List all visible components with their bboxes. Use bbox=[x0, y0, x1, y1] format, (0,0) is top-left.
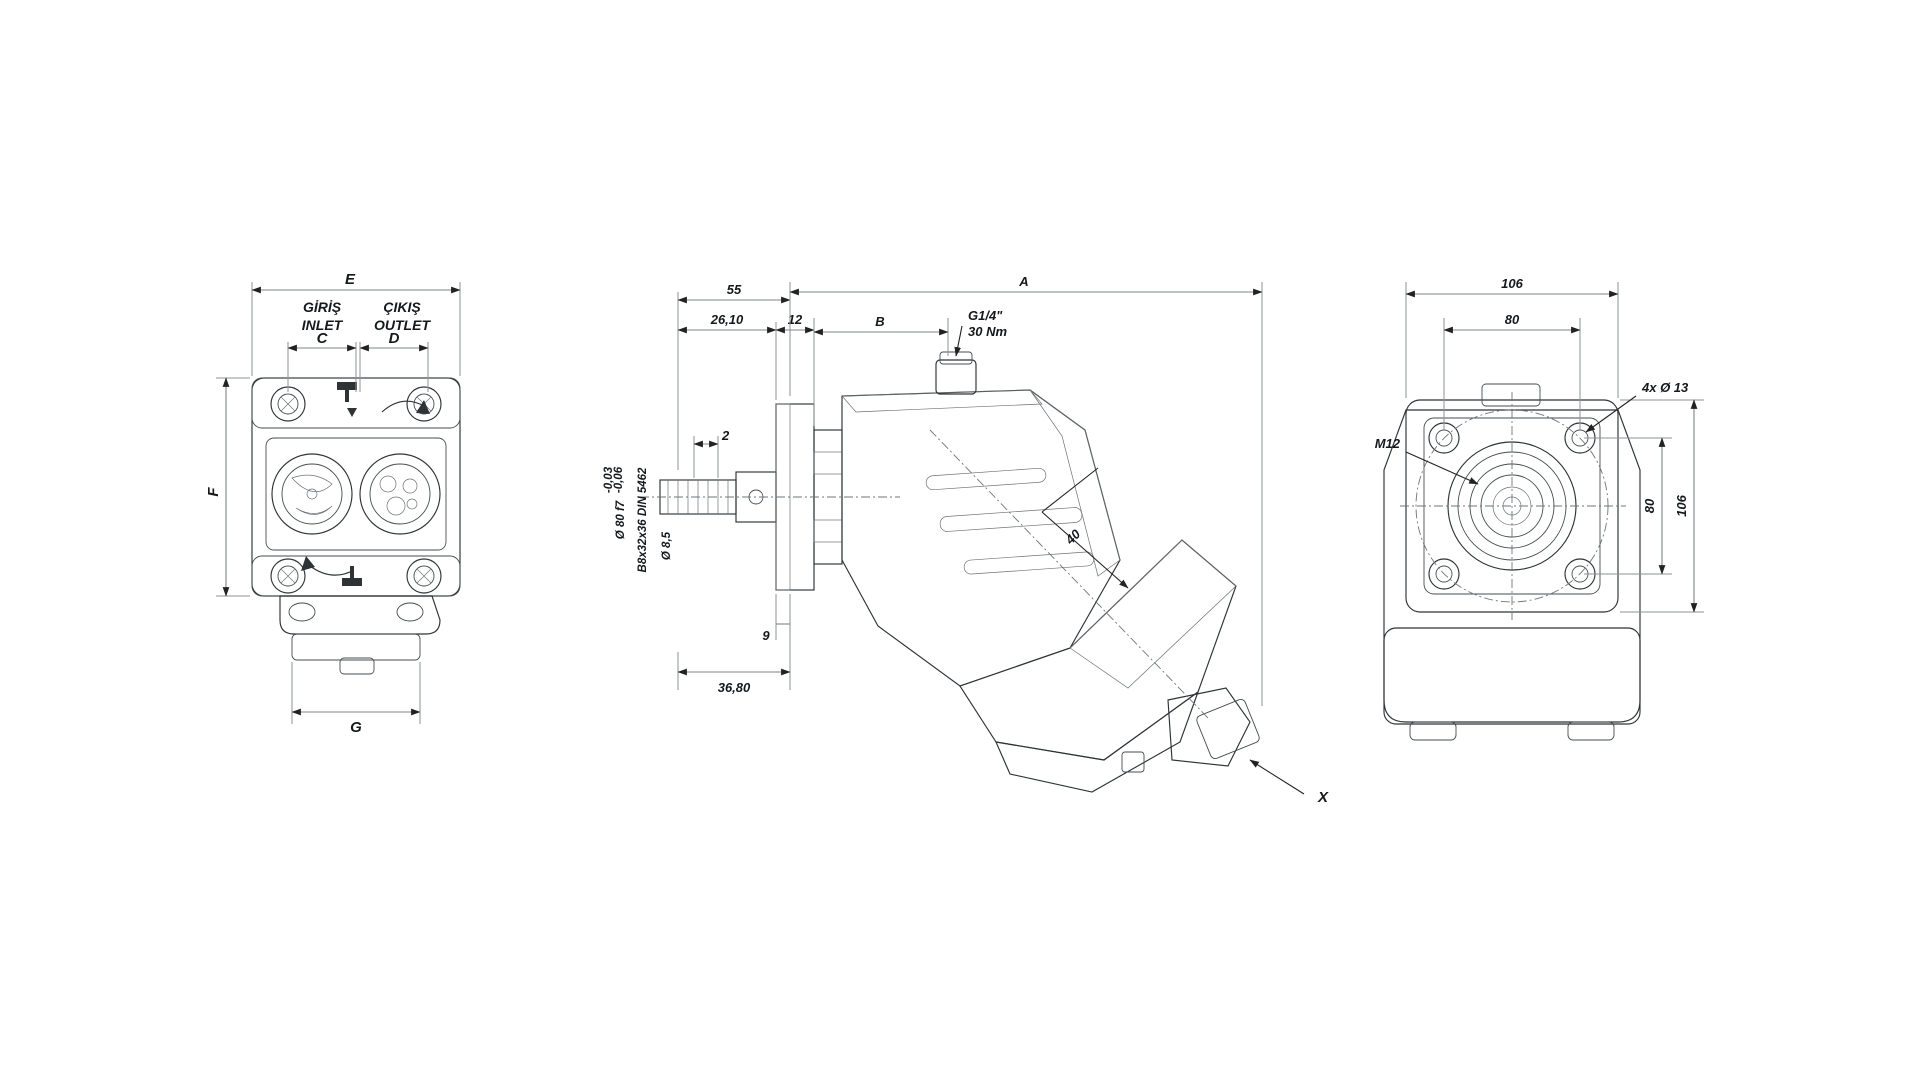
dim-label-26-10: 26,10 bbox=[710, 312, 744, 327]
dim-label-C: C bbox=[317, 330, 329, 347]
dim-label-106-right: 106 bbox=[1674, 494, 1689, 516]
dim-label-9: 9 bbox=[762, 628, 770, 643]
dim-label-80-right: 80 bbox=[1642, 498, 1657, 513]
dim-label-36-80: 36,80 bbox=[718, 680, 751, 695]
bolt-hole-note: 4x Ø 13 bbox=[1641, 380, 1689, 395]
outlet-label-turkish: ÇIKIŞ bbox=[383, 299, 421, 315]
spline-note: B8x32x36 DIN 5462 bbox=[637, 467, 649, 572]
flange-view-group: 106 80 80 106 4x Ø 13 M12 bbox=[1375, 276, 1704, 741]
inlet-label-turkish: GİRİŞ bbox=[303, 299, 342, 315]
dim-label-55: 55 bbox=[727, 282, 742, 297]
side-view-group: 55 26,10 12 B A 2 9 36,80 bbox=[603, 274, 1329, 806]
bore-note: Ø 8,5 bbox=[661, 531, 673, 560]
shaft-tol-upper: -0,03 bbox=[603, 466, 615, 493]
outlet-label-english: OUTLET bbox=[374, 317, 431, 333]
dim-label-A: A bbox=[1018, 274, 1028, 289]
dim-label-2: 2 bbox=[721, 428, 730, 443]
port-thread-note-line1: G1/4" bbox=[968, 308, 1003, 323]
shaft-tol-lower: -0,06 bbox=[613, 466, 625, 493]
detail-marker-X: X bbox=[1317, 789, 1329, 806]
dim-label-D: D bbox=[389, 330, 400, 347]
front-view-group: E C D F G GİRİŞ INLET ÇIKIŞ OUTLET bbox=[205, 271, 461, 736]
dim-label-E: E bbox=[345, 271, 356, 288]
shaft-diameter-note: Ø 80 f7 bbox=[615, 500, 627, 539]
inlet-label-english: INLET bbox=[302, 317, 344, 333]
dim-label-G: G bbox=[350, 719, 362, 736]
thread-note: M12 bbox=[1375, 436, 1401, 451]
dim-label-40: 40 bbox=[1062, 526, 1084, 548]
dim-label-B: B bbox=[875, 314, 884, 329]
dim-label-80-top: 80 bbox=[1505, 312, 1520, 327]
dim-label-106-top: 106 bbox=[1501, 276, 1523, 291]
dim-label-12: 12 bbox=[788, 312, 803, 327]
port-thread-note-line2: 30 Nm bbox=[968, 324, 1007, 339]
dim-label-F: F bbox=[205, 487, 222, 497]
